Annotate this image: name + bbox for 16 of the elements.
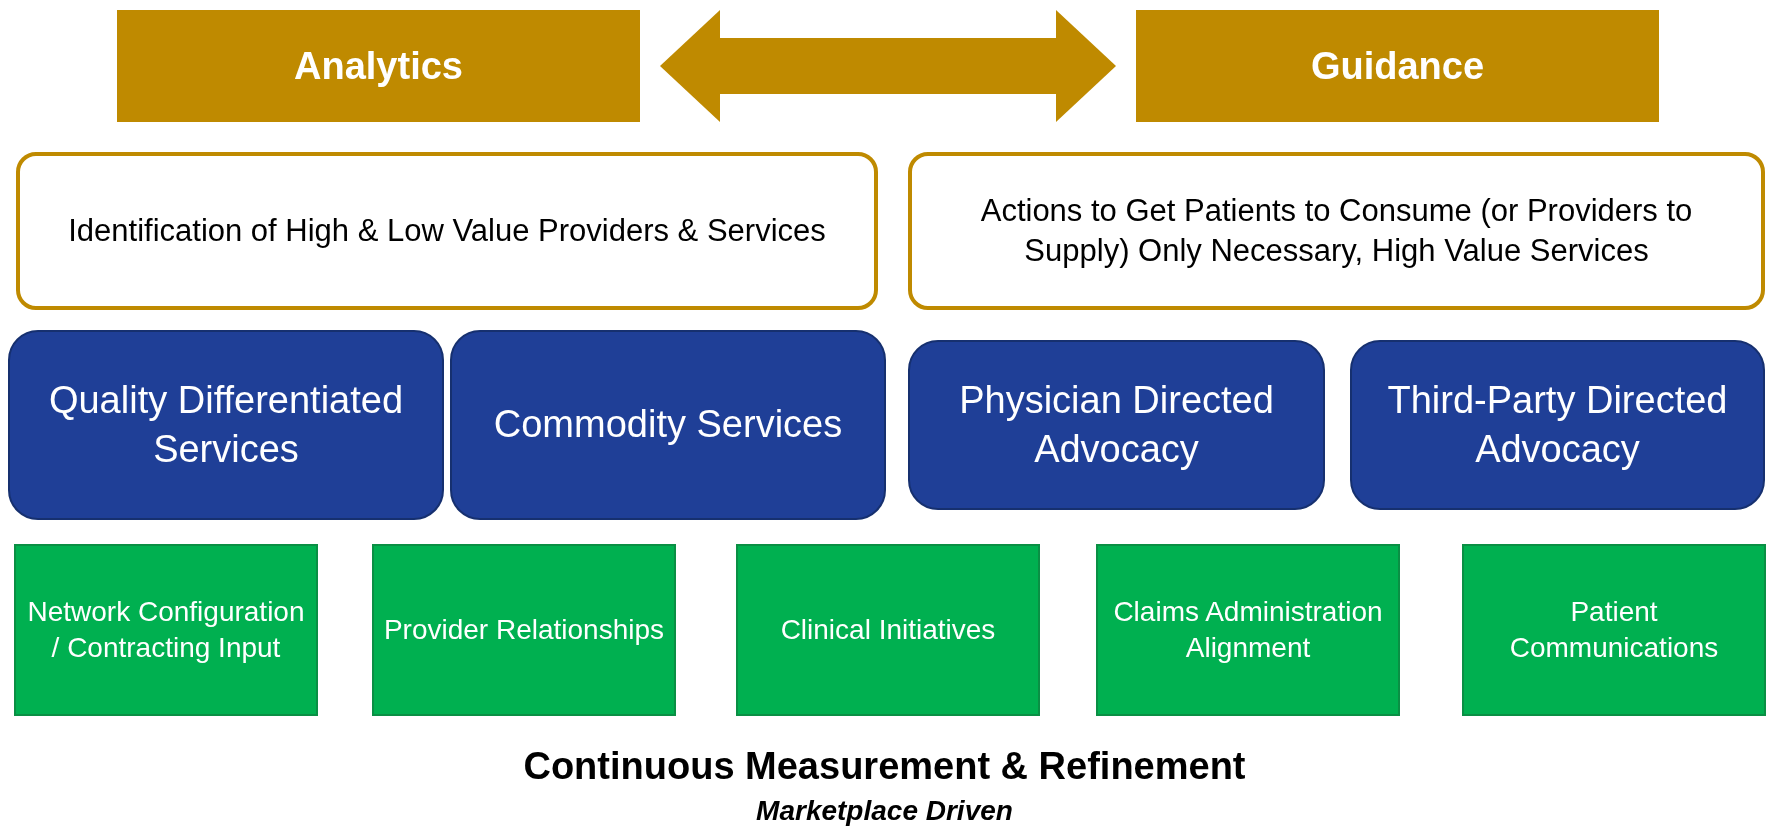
category-box: Commodity Services (450, 330, 886, 520)
description-box: Identification of High & Low Value Providers & Services (16, 152, 878, 310)
description-box: Actions to Get Patients to Consume (or Providers to Supply) Only Necessary, High Value Services (908, 152, 1765, 310)
category-box: Third-Party Directed Advocacy (1350, 340, 1765, 510)
activity-box: Network Configuration / Contracting Input (14, 544, 318, 716)
activity-box: Provider Relationships (372, 544, 676, 716)
category-box: Physician Directed Advocacy (908, 340, 1325, 510)
guidance-banner: Guidance (1136, 10, 1659, 122)
analytics-banner: Analytics (117, 10, 640, 122)
footer-heading: Continuous Measurement & Refinement (523, 745, 1246, 787)
activity-box: Claims Administration Alignment (1096, 544, 1400, 716)
activity-box: Patient Communications (1462, 544, 1766, 716)
double-arrow (660, 10, 1116, 122)
category-box: Quality Differentiated Services (8, 330, 444, 520)
activity-box: Clinical Initiatives (736, 544, 1040, 716)
footer-subtitle: Marketplace Driven (756, 795, 1013, 826)
